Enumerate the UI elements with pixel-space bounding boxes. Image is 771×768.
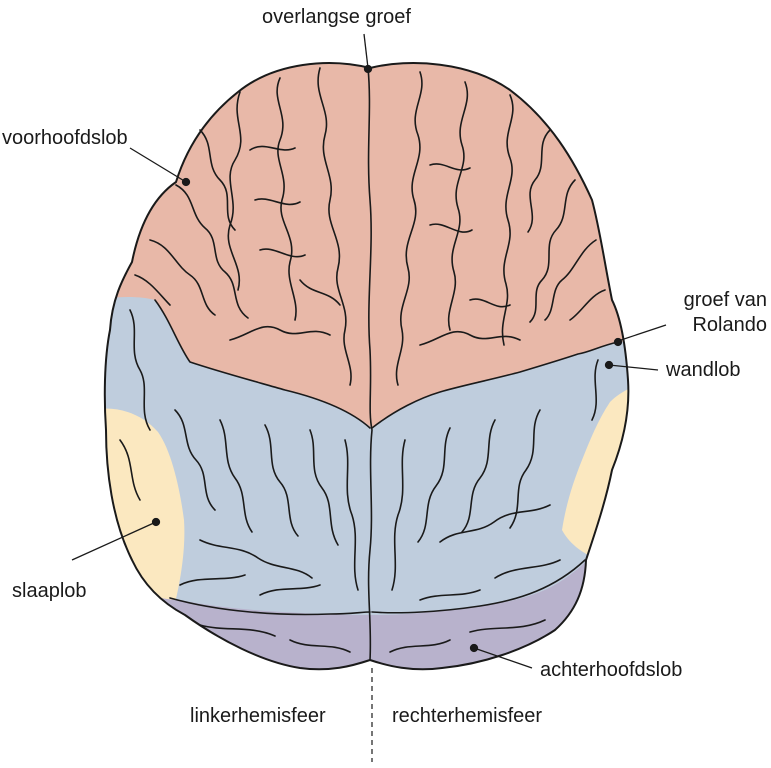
dot-wandlob (604, 360, 614, 370)
label-achterhoofdslob: achterhoofdslob (540, 659, 683, 681)
frontal-lobe-region (104, 63, 629, 428)
label-overlangse-groef: overlangse groef (262, 6, 411, 28)
label-groef-van-line1: groef van (683, 289, 767, 311)
dot-slaaplob (151, 517, 161, 527)
dot-groef-van-rolando (613, 337, 623, 347)
gyri-lines (119, 67, 619, 661)
dot-voorhoofdslob (181, 177, 191, 187)
label-slaaplob: slaaplob (12, 580, 87, 602)
leader-wandlob (608, 364, 659, 371)
dot-achterhoofdslob (469, 643, 479, 653)
leader-achterhoofdslob (473, 647, 533, 669)
label-rechterhemisfeer: rechterhemisfeer (392, 705, 543, 727)
label-linkerhemisfeer: linkerhemisfeer (190, 705, 326, 727)
leader-groef-van-rolando (617, 324, 667, 342)
label-groef-van-line2: Rolando (692, 314, 767, 336)
brain-outline (103, 62, 630, 671)
leader-overlangse-groef (363, 33, 369, 69)
leader-voorhoofdslob (129, 147, 187, 183)
dot-overlangse-groef (363, 64, 373, 74)
label-wandlob: wandlob (666, 359, 741, 381)
label-voorhoofdslob: voorhoofdslob (2, 127, 128, 149)
leader-slaaplob (71, 521, 157, 561)
